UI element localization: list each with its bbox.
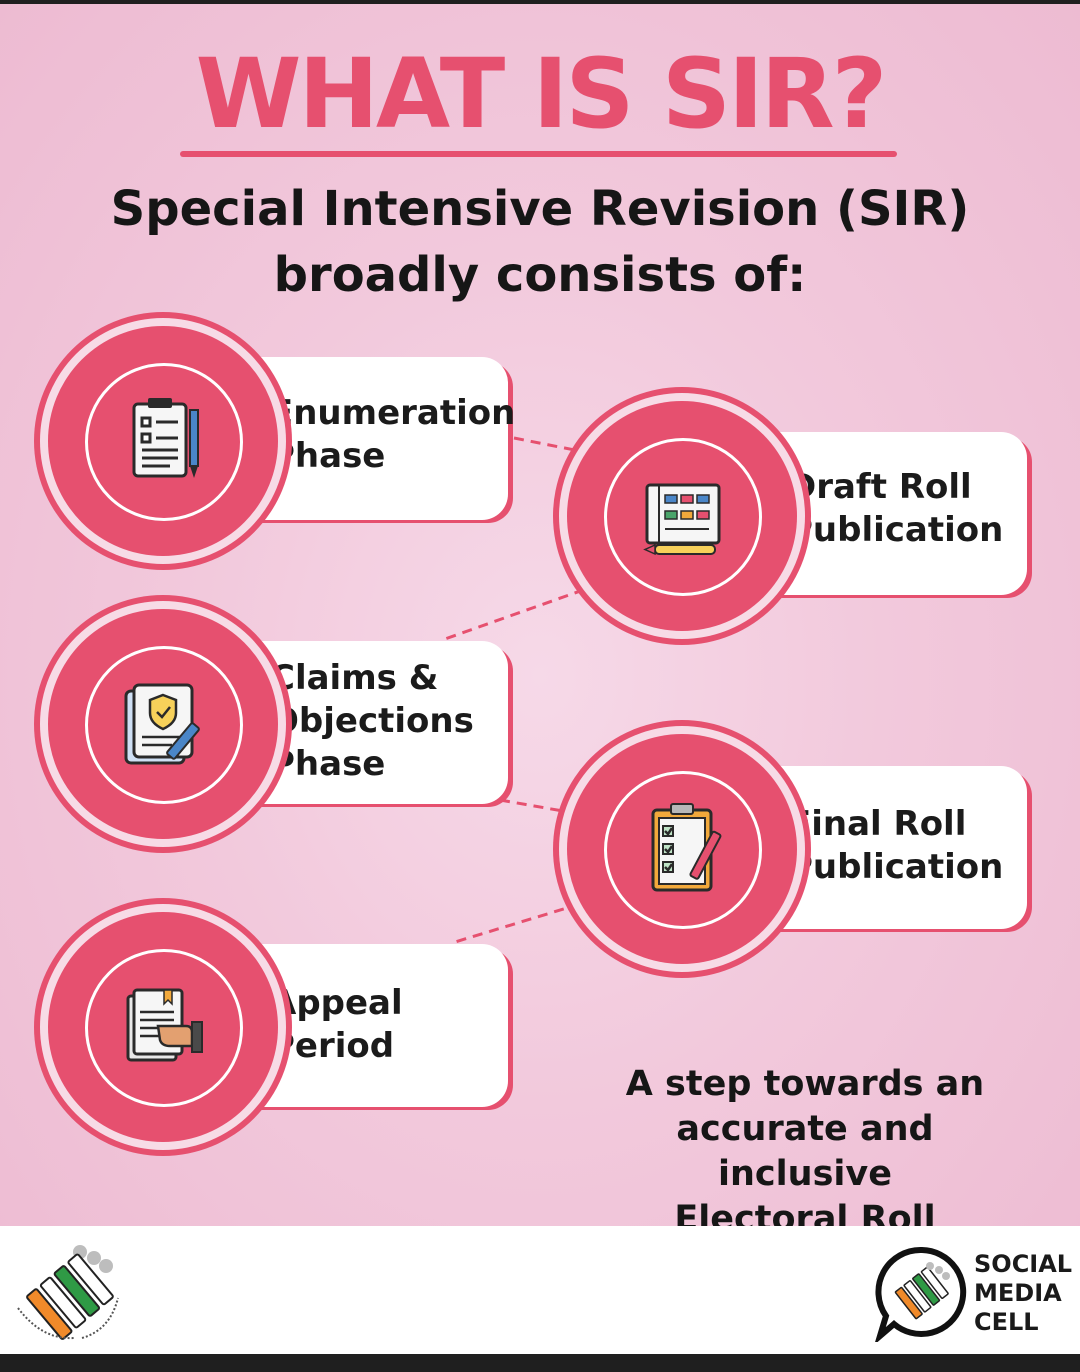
subtitle-line-2: broadly consists of:	[273, 247, 807, 303]
step-icon-ring	[48, 326, 278, 556]
title-underline	[180, 151, 897, 157]
step-label: Appeal Period	[270, 983, 403, 1066]
checklist-icon	[651, 803, 722, 892]
step-label: Final Roll Publication	[788, 804, 1004, 887]
connector-3-4	[499, 798, 581, 816]
step-label: Draft Roll Publication	[788, 467, 1004, 550]
step-label: Enumeration Phase	[270, 393, 516, 476]
shield-document-icon	[124, 683, 200, 765]
election-commission-logo-icon	[17, 1245, 119, 1340]
clipboard-icon	[132, 398, 199, 478]
step-icon-ring	[567, 734, 797, 964]
social-media-cell-label: SOCIAL MEDIA CELL	[974, 1250, 1073, 1336]
footer: SOCIAL MEDIA CELL	[0, 1226, 1080, 1354]
step-icon-ring	[48, 912, 278, 1142]
subtitle: Special Intensive Revision (SIR) broadly…	[0, 176, 1080, 308]
connector-2-3	[444, 582, 601, 641]
roll-chart-icon	[643, 483, 721, 556]
hand-document-icon	[126, 988, 203, 1062]
step-icon-ring	[48, 609, 278, 839]
page-title: WHAT IS SIR?	[195, 38, 888, 150]
connector-4-5	[454, 902, 581, 944]
step-icon-ring	[567, 401, 797, 631]
tagline: A step towards an accurate and inclusive…	[625, 1064, 985, 1226]
poster: WHAT IS SIR? Special Intensive Revision …	[0, 4, 1080, 1226]
subtitle-line-1: Special Intensive Revision (SIR)	[110, 181, 970, 237]
step-label: Claims & Objections Phase	[270, 658, 474, 784]
social-media-cell-logo-icon	[875, 1246, 967, 1342]
